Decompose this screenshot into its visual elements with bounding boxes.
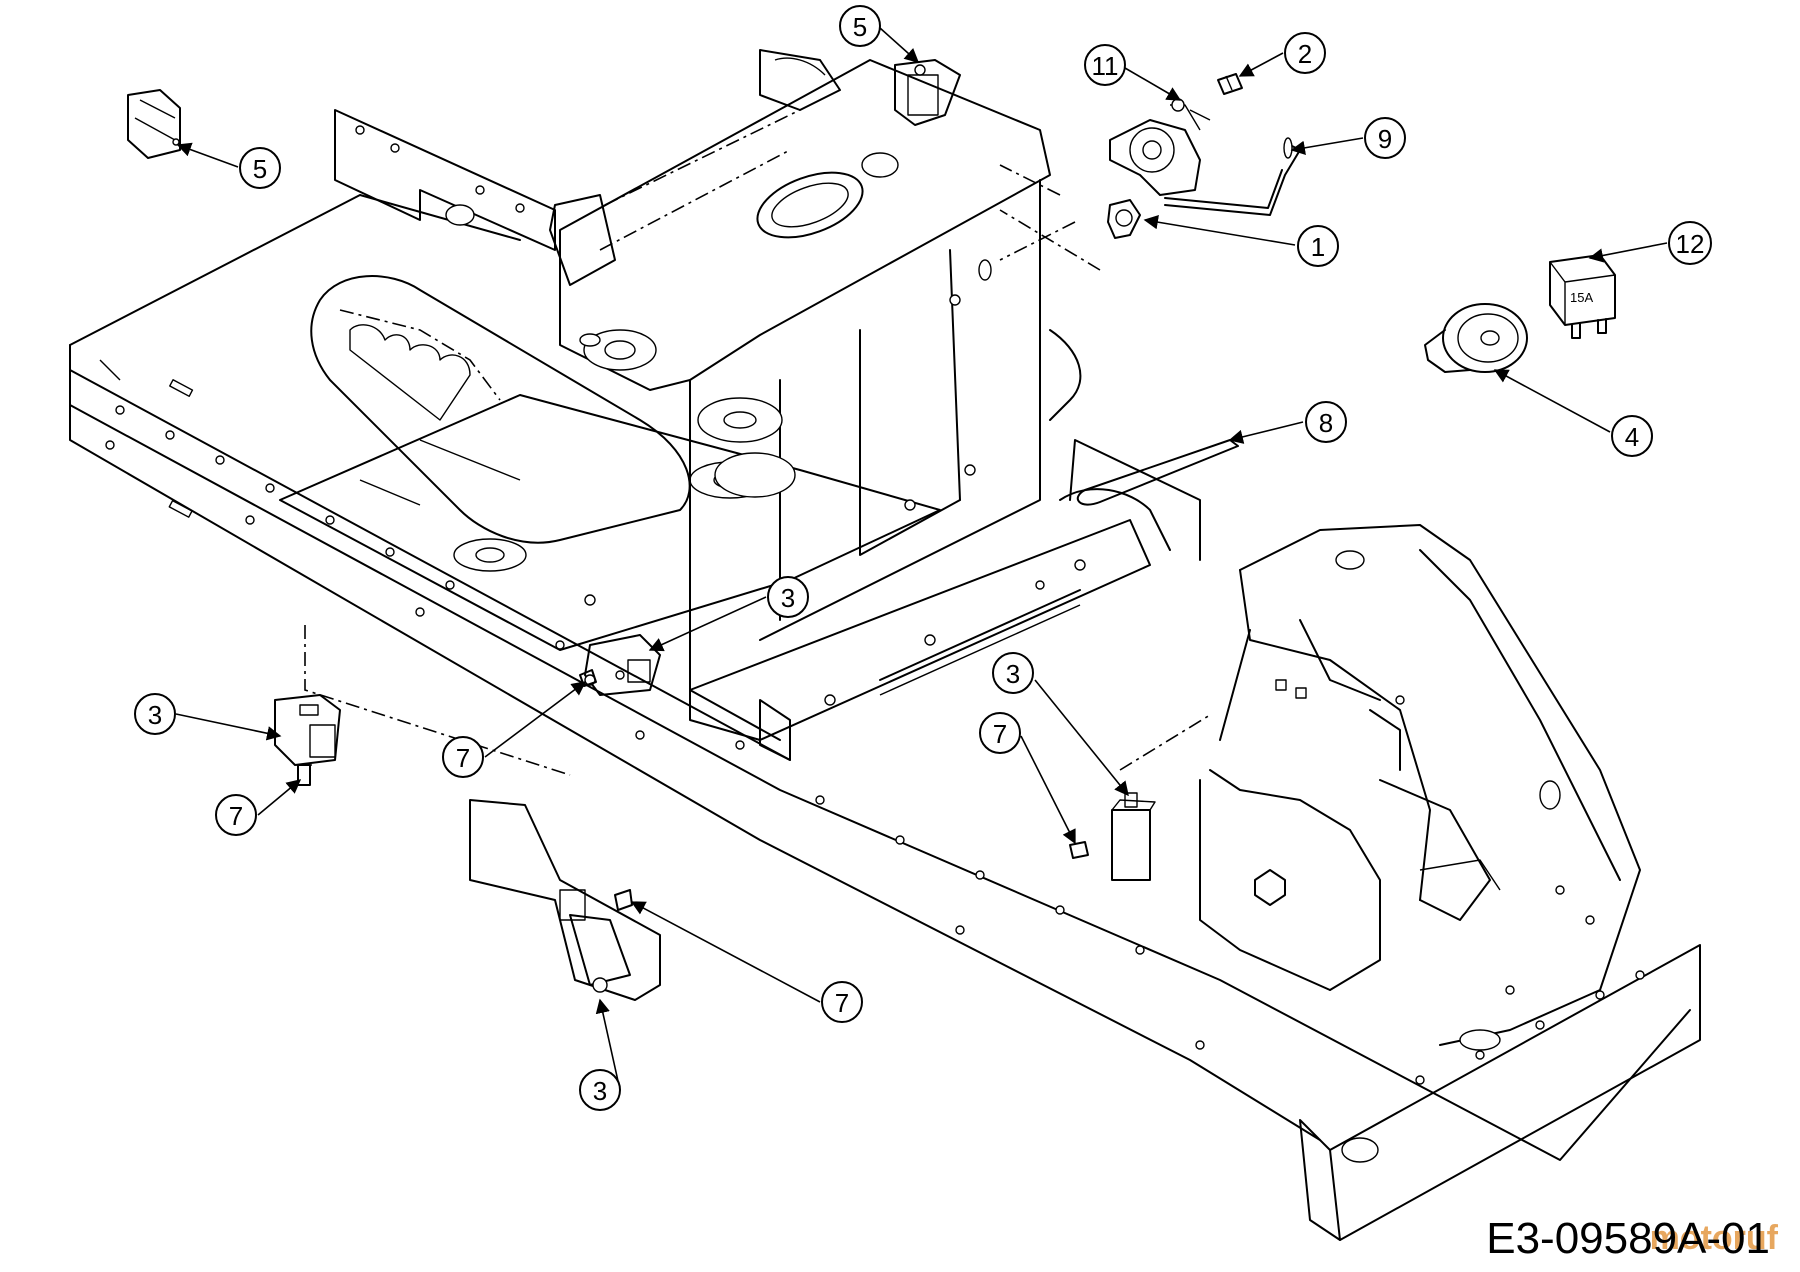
- callout-5b-label: 5: [853, 12, 867, 42]
- callout-5a-label: 5: [253, 154, 267, 184]
- callout-11: 11: [1084, 44, 1182, 101]
- callout-12: 12: [1588, 221, 1712, 265]
- fuse-rating-label: 15A: [1570, 290, 1593, 305]
- callout-7-right: 7: [979, 712, 1076, 845]
- callout-7b-label: 7: [229, 801, 243, 831]
- callout-7-bottom: 7: [630, 901, 863, 1023]
- callout-5-top: 5: [839, 5, 920, 63]
- cable-part-9: [1164, 137, 1301, 216]
- frame-rail: [69, 194, 1701, 1241]
- fuse-part-12: 15A: [1549, 254, 1616, 339]
- switch-part-3b: [274, 694, 341, 766]
- rod-part-8: [1076, 439, 1239, 506]
- watermark-logo: motoruf: [1649, 1219, 1778, 1257]
- callout-3b-label: 3: [148, 700, 162, 730]
- callout-1-label: 1: [1311, 232, 1325, 262]
- callout-7-center: 7: [442, 681, 587, 778]
- screw-part-7b: [296, 764, 312, 786]
- callout-8: 8: [1228, 401, 1347, 444]
- callout-7c-label: 7: [835, 988, 849, 1018]
- height-adjust-plate: [310, 194, 691, 544]
- switch-part-5b: [894, 59, 961, 126]
- callout-11-label: 11: [1092, 51, 1119, 81]
- screw-part-2: [1217, 73, 1243, 95]
- callout-9: 9: [1290, 117, 1406, 159]
- rail-holes: [105, 405, 1645, 1085]
- callout-3-left: 3: [134, 693, 282, 741]
- callout-5-left: 5: [176, 142, 281, 189]
- callout-8-label: 8: [1319, 408, 1333, 438]
- callout-4: 4: [1493, 369, 1653, 457]
- callout-2-label: 2: [1298, 39, 1312, 69]
- seat-switch-part-5a: [127, 89, 181, 159]
- callout-3-bottom: 3: [579, 998, 621, 1111]
- switch-part-3c: [469, 799, 661, 1001]
- callout-7-left: 7: [215, 779, 302, 836]
- callout-9-label: 9: [1378, 124, 1392, 154]
- drawing-code: E3-09589A-01: [1486, 1214, 1770, 1263]
- callout-3c-label: 3: [1006, 659, 1020, 689]
- callout-2: 2: [1238, 32, 1326, 77]
- key-switch-part-4: [1424, 303, 1528, 373]
- callout-3-right: 3: [992, 652, 1129, 797]
- callout-3a-label: 3: [781, 583, 795, 613]
- switch-part-3d: [1111, 792, 1156, 881]
- rear-subframe: [1199, 524, 1641, 1051]
- solenoid-part-11: [1109, 98, 1211, 196]
- steering-tower: [559, 49, 1082, 741]
- screw-part-7c: [614, 889, 633, 911]
- callout-3d-label: 3: [593, 1076, 607, 1106]
- screw-part-7d: [1069, 841, 1089, 859]
- callout-4-label: 4: [1625, 422, 1639, 452]
- callout-3-center: 3: [648, 576, 809, 652]
- cross-member: [689, 439, 1201, 761]
- callout-7d-label: 7: [993, 719, 1007, 749]
- floor-pan: [279, 394, 941, 651]
- callout-1: 1: [1143, 215, 1339, 267]
- upright-bracket: [334, 109, 556, 251]
- callout-7a-label: 7: [456, 743, 470, 773]
- connection-lines: [304, 164, 1211, 776]
- clip-part-1: [1107, 199, 1141, 239]
- switch-part-3a: [584, 634, 661, 696]
- callout-12-label: 12: [1676, 229, 1705, 259]
